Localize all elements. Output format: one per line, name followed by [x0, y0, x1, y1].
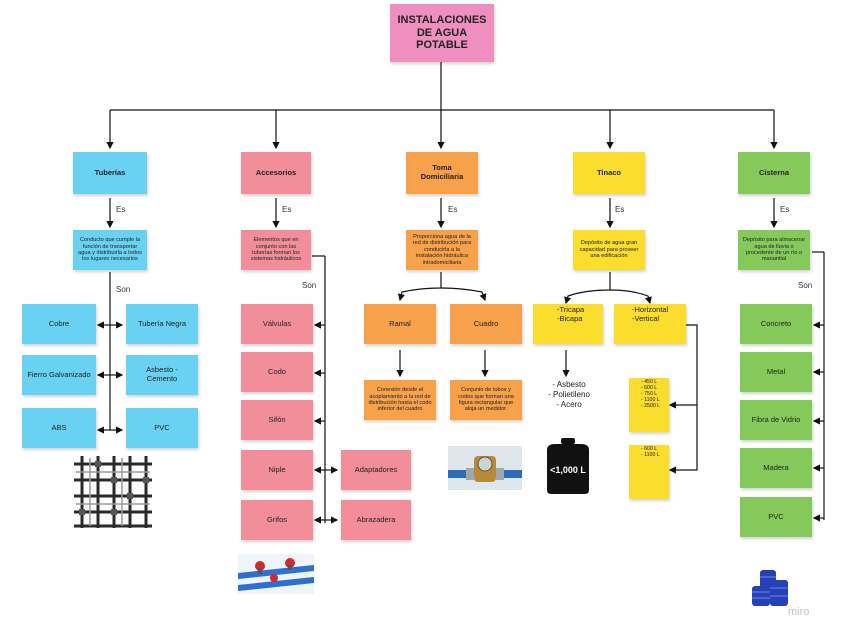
tinaco-size-2500: - 2500 L — [641, 402, 661, 409]
accesorios-item-valvulas[interactable]: Válvulas — [241, 304, 313, 344]
es-label-tuberias: Es — [116, 205, 126, 214]
cisterna-description[interactable]: Depósito para almacenar agua de lluvia o… — [738, 230, 810, 270]
son-label-tuberias: Son — [116, 285, 131, 294]
es-label-tinaco: Es — [615, 205, 625, 214]
accesorios-item-adaptadores[interactable]: Adaptadores — [341, 450, 411, 490]
tuberias-item-asbesto-cemento[interactable]: Asbesto - Cemento — [126, 355, 198, 395]
es-label-toma: Es — [448, 205, 458, 214]
accesorios-header[interactable]: Accesorios — [241, 152, 311, 194]
tinaco-sizes-b[interactable]: - 600 L - 1100 L — [629, 445, 669, 499]
tinaco-size-b-1100: - 1100 L — [641, 451, 660, 458]
es-label-accesorios: Es — [282, 205, 292, 214]
cisterna-header[interactable]: Cisterna — [738, 152, 810, 194]
miro-watermark: miro — [788, 606, 810, 618]
cisterna-item-fibra-de-vidrio[interactable]: Fibra de Vidrio — [740, 400, 812, 440]
tinaco-description[interactable]: Depósito de agua gran capacidad para pro… — [573, 230, 645, 270]
accesorios-item-grifos[interactable]: Grifos — [241, 500, 313, 540]
tinaco-material-asbesto: - Asbesto — [552, 380, 586, 389]
cisterna-item-madera[interactable]: Madera — [740, 448, 812, 488]
accesorios-item-abrazadera[interactable]: Abrazadera — [341, 500, 411, 540]
toma-description[interactable]: Proporciona agua de la red de distribuci… — [406, 230, 478, 270]
water-meter-image — [448, 446, 522, 490]
tinaco-material-acero: - Acero — [556, 400, 582, 409]
toma-domiciliaria-header[interactable]: Toma Domiciliaria — [406, 152, 478, 194]
tinaco-sizes-a[interactable]: - 450 L - 600 L - 750 L - 1100 L - 2500 … — [629, 378, 669, 432]
tinaco-horizontal-line2: -Vertical — [632, 313, 660, 323]
tuberias-description[interactable]: Conducto que cumple la función de transp… — [73, 230, 147, 270]
tinaco-size-450: - 450 L — [641, 379, 658, 385]
tuberias-item-cobre[interactable]: Cobre — [22, 304, 96, 344]
tinaco-materials: - Asbesto - Polietileno - Acero — [540, 380, 598, 410]
cistern-tanks-image — [752, 570, 788, 606]
son-label-accesorios: Son — [302, 281, 317, 290]
tinaco-size-750: - 750 L — [641, 390, 658, 397]
toma-ramal-description[interactable]: Conexión desde el acoplamiento a la red … — [364, 380, 436, 420]
cisterna-item-concreto[interactable]: Concreto — [740, 304, 812, 344]
tuberias-item-pvc[interactable]: PVC — [126, 408, 198, 448]
tuberias-item-abs[interactable]: ABS — [22, 408, 96, 448]
water-tank-icon: <1,000 L — [547, 438, 589, 494]
toma-cuadro[interactable]: Cuadro — [450, 304, 522, 344]
tank-capacity-label: <1,000 L — [550, 465, 586, 475]
tinaco-size-b-600: - 600 L — [641, 446, 658, 452]
son-label-cisterna: Son — [798, 281, 813, 290]
title-note[interactable]: INSTALACIONES DE AGUA POTABLE — [390, 4, 494, 62]
tuberias-item-fierro-galvanizado[interactable]: Fierro Galvanizado — [22, 355, 96, 395]
tinaco-header[interactable]: Tinaco — [573, 152, 645, 194]
tuberias-item-tuberia-negra[interactable]: Tubería Negra — [126, 304, 198, 344]
es-label-cisterna: Es — [780, 205, 790, 214]
accesorios-description[interactable]: Elementos que en conjunto con las tuberí… — [241, 230, 311, 270]
toma-cuadro-description[interactable]: Conjunto de tubos y codos que forman una… — [450, 380, 522, 420]
tinaco-horizontal-line1: -Horizontal — [632, 305, 669, 314]
toma-ramal[interactable]: Ramal — [364, 304, 436, 344]
tinaco-material-polietileno: - Polietileno — [548, 390, 590, 399]
tinaco-size-600: - 600 L — [641, 384, 658, 391]
tinaco-tricapa-line1: -Tricapa — [557, 305, 585, 314]
tinaco-size-1100: - 1100 L — [641, 396, 660, 403]
accesorios-item-codo[interactable]: Codo — [241, 352, 313, 392]
pipes-image — [72, 454, 154, 530]
tuberias-header[interactable]: Tuberías — [73, 152, 147, 194]
valves-image — [238, 554, 314, 594]
cisterna-item-metal[interactable]: Metal — [740, 352, 812, 392]
accesorios-item-niple[interactable]: Niple — [241, 450, 313, 490]
tinaco-horizontal[interactable]: -Horizontal -Vertical — [614, 304, 686, 344]
accesorios-item-sifon[interactable]: Sifón — [241, 400, 313, 440]
tinaco-tricapa-line2: -Bicapa — [557, 313, 583, 323]
cisterna-item-pvc[interactable]: PVC — [740, 497, 812, 537]
tinaco-tricapa[interactable]: -Tricapa -Bicapa — [533, 304, 603, 344]
